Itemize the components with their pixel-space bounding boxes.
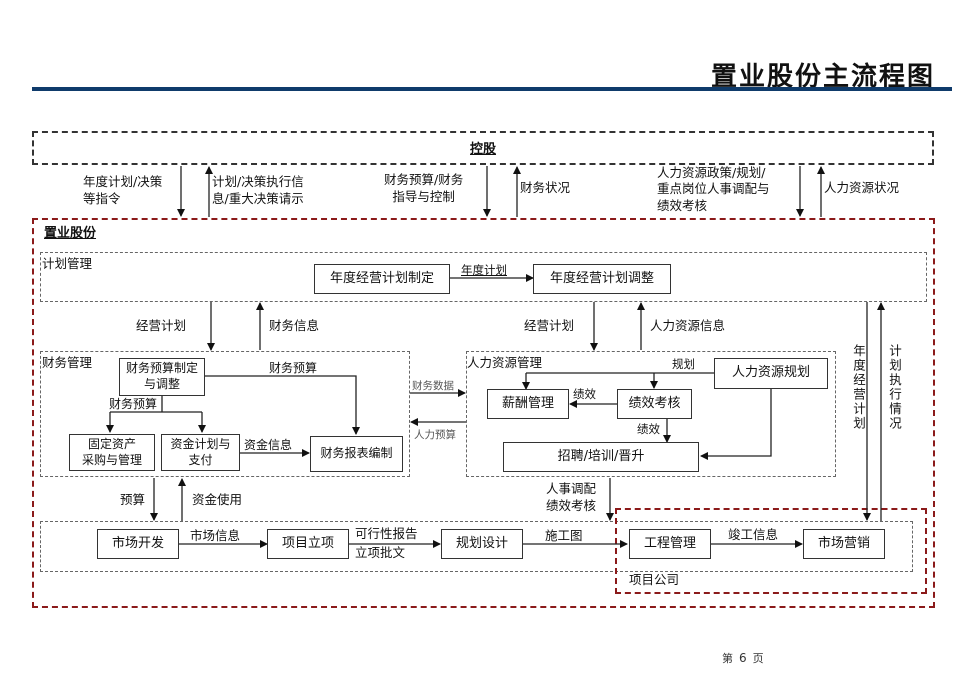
flow-label-plan-execution: 计划执行情况 bbox=[887, 344, 902, 431]
edge-label-perf-recruit: 绩效 bbox=[637, 422, 660, 436]
edge-label-approval-doc: 立项批文 bbox=[355, 545, 406, 560]
box-budget[interactable]: 财务预算制定 与调整 bbox=[119, 358, 205, 396]
box-engineering[interactable]: 工程管理 bbox=[629, 529, 711, 559]
box-funds[interactable]: 资金计划与 支付 bbox=[161, 434, 240, 471]
flow-label-budget: 预算 bbox=[120, 492, 146, 507]
flow-label-plan-to-marketing: 年度经营计划 bbox=[851, 344, 866, 431]
flow-label-hr-allocation: 人事调配 绩效考核 bbox=[546, 481, 597, 513]
edge-label-drawings: 施工图 bbox=[545, 528, 583, 543]
box-recruit[interactable]: 招聘/培训/晋升 bbox=[503, 442, 699, 472]
flow-label-plan-to-hr: 经营计划 bbox=[524, 318, 575, 333]
flow-label-finance-control: 财务预算/财务 指导与控制 bbox=[384, 172, 464, 204]
finance-group bbox=[40, 351, 410, 477]
box-annual-plan-adjust[interactable]: 年度经营计划调整 bbox=[533, 264, 671, 294]
page-suffix: 页 bbox=[752, 652, 764, 665]
box-design[interactable]: 规划设计 bbox=[441, 529, 523, 559]
flow-label-finance-data: 财务数据 bbox=[412, 380, 454, 392]
holding-region bbox=[32, 131, 934, 165]
flow-label-execution-info: 计划/决策执行信 息/重大决策请示 bbox=[212, 174, 304, 206]
planning-group bbox=[40, 252, 927, 302]
edge-label-budget-left: 财务预算 bbox=[109, 397, 158, 411]
box-approval[interactable]: 项目立项 bbox=[267, 529, 349, 559]
box-performance[interactable]: 绩效考核 bbox=[617, 389, 692, 419]
flow-label-plan-to-finance: 经营计划 bbox=[136, 318, 187, 333]
box-market-dev[interactable]: 市场开发 bbox=[97, 529, 179, 559]
edge-label-completion: 竣工信息 bbox=[728, 527, 779, 542]
flow-label-hr-budget: 人力预算 bbox=[414, 429, 456, 441]
planning-group-label: 计划管理 bbox=[42, 256, 93, 271]
edge-label-market-info: 市场信息 bbox=[190, 528, 241, 543]
edge-label-planning: 规划 bbox=[672, 357, 695, 371]
edge-label-feasibility: 可行性报告 bbox=[355, 526, 418, 541]
hr-group-label: 人力资源管理 bbox=[467, 355, 543, 370]
box-marketing[interactable]: 市场营销 bbox=[803, 529, 885, 559]
holding-label: 控股 bbox=[470, 142, 497, 157]
hr-group bbox=[466, 351, 836, 477]
project-company-region bbox=[615, 508, 927, 594]
company-label: 置业股份 bbox=[44, 226, 97, 241]
edge-label-annual-plan: 年度计划 bbox=[461, 263, 507, 277]
flow-label-finance-status: 财务状况 bbox=[520, 180, 571, 195]
title-underline bbox=[32, 87, 952, 91]
page-number-value: 6 bbox=[739, 651, 747, 665]
flow-label-hr-policy: 人力资源政策/规划/ 重点岗位人事调配与 绩效考核 bbox=[657, 165, 770, 213]
flow-label-hr-info: 人力资源信息 bbox=[650, 318, 726, 333]
company-region bbox=[32, 218, 935, 608]
edge-label-fund-info: 资金信息 bbox=[244, 438, 293, 452]
box-salary[interactable]: 薪酬管理 bbox=[487, 389, 569, 419]
page-prefix: 第 bbox=[722, 652, 733, 665]
arrow-hrplan-to-recruit bbox=[700, 389, 772, 460]
flow-label-directives: 年度计划/决策 等指令 bbox=[83, 174, 163, 206]
box-fixed-assets[interactable]: 固定资产 采购与管理 bbox=[69, 434, 155, 471]
box-reports[interactable]: 财务报表编制 bbox=[310, 436, 403, 472]
project-group bbox=[40, 521, 913, 572]
flow-label-finance-info: 财务信息 bbox=[269, 318, 320, 333]
box-annual-plan-make[interactable]: 年度经营计划制定 bbox=[314, 264, 450, 294]
box-hr-planning[interactable]: 人力资源规划 bbox=[714, 358, 828, 389]
project-company-label: 项目公司 bbox=[629, 572, 680, 587]
arrow-budget-to-reports bbox=[205, 375, 360, 435]
flow-label-fund-use: 资金使用 bbox=[192, 492, 243, 507]
flow-label-hr-status: 人力资源状况 bbox=[824, 180, 900, 195]
edge-label-perf-salary: 绩效 bbox=[573, 387, 596, 401]
edge-label-budget-top: 财务预算 bbox=[269, 361, 318, 375]
finance-group-label: 财务管理 bbox=[42, 355, 93, 370]
